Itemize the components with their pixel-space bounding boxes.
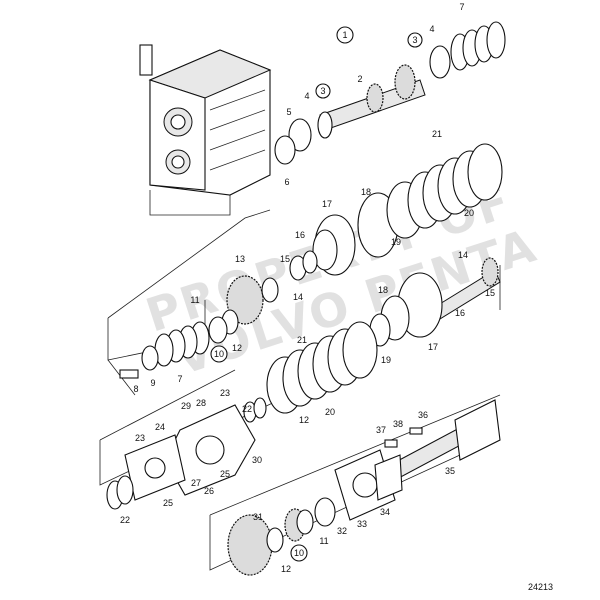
part-number-label: 23 <box>220 388 230 398</box>
part-number-label: 17 <box>428 342 438 352</box>
part-number-label: 16 <box>295 230 305 240</box>
part-number-label: 31 <box>253 512 263 522</box>
circled-labels: 1 3 3 10 10 <box>210 26 423 562</box>
part-number-label: 26 <box>204 486 214 496</box>
part-number-label: 33 <box>357 519 367 529</box>
output-shaft-assembly <box>334 399 501 521</box>
part-number-label: 12 <box>281 564 291 574</box>
carrier-assembly <box>106 397 267 510</box>
part-number-label: 30 <box>252 455 262 465</box>
part-number-label: 7 <box>459 2 464 12</box>
clutch-pack-upper <box>226 143 503 325</box>
part-number-label: 15 <box>485 288 495 298</box>
part-number-label: 20 <box>325 407 335 417</box>
middle-shaft-assembly <box>119 257 501 379</box>
part-number-label: 16 <box>455 308 465 318</box>
part-number-label: 38 <box>393 419 403 429</box>
part-number-label: 14 <box>458 250 468 260</box>
part-number-label: 6 <box>284 177 289 187</box>
part-number-label: 7 <box>177 374 182 384</box>
part-number-label: 35 <box>445 466 455 476</box>
part-number-label: 34 <box>380 507 390 517</box>
part-number-label: 9 <box>150 378 155 388</box>
input-shaft-assembly <box>274 21 506 165</box>
part-number-label: 21 <box>432 129 442 139</box>
part-number-label: 11 <box>190 295 199 305</box>
part-number-label: 13 <box>235 254 245 264</box>
part-number-label: 27 <box>191 478 201 488</box>
part-number-label: 24 <box>155 422 165 432</box>
output-gear-assembly <box>227 497 336 576</box>
part-number-label: 20 <box>464 208 474 218</box>
part-number-label: 12 <box>232 343 242 353</box>
part-number-label: 21 <box>297 335 307 345</box>
svg-text:3: 3 <box>412 35 417 45</box>
svg-text:3: 3 <box>320 86 325 96</box>
part-number-label: 37 <box>376 425 386 435</box>
svg-text:10: 10 <box>214 349 224 359</box>
circled-label: 3 <box>407 32 423 48</box>
part-labels: 2 4 4 5 6 7 7 8 9 11 11 12 12 12 13 14 1… <box>120 2 495 574</box>
part-number-label: 15 <box>280 254 290 264</box>
part-number-label: 19 <box>391 237 401 247</box>
part-number-label: 4 <box>304 91 309 101</box>
part-number-label: 36 <box>418 410 428 420</box>
part-number-label: 25 <box>163 498 173 508</box>
svg-text:1: 1 <box>342 30 347 40</box>
part-number-label: 22 <box>242 404 252 414</box>
part-number-label: 18 <box>378 285 388 295</box>
reference-number: 24213 <box>528 582 553 592</box>
part-number-label: 18 <box>361 187 371 197</box>
part-number-label: 23 <box>135 433 145 443</box>
circled-label: 10 <box>210 345 228 363</box>
part-number-label: 32 <box>337 526 347 536</box>
part-number-label: 12 <box>299 415 309 425</box>
svg-text:10: 10 <box>294 548 304 558</box>
part-number-label: 29 <box>181 401 191 411</box>
gearbox-housing <box>139 44 272 196</box>
part-number-label: 8 <box>133 384 138 394</box>
circled-label: 3 <box>315 83 331 99</box>
part-number-label: 2 <box>357 74 362 84</box>
part-number-label: 25 <box>220 469 230 479</box>
part-number-label: 14 <box>293 292 303 302</box>
part-number-label: 11 <box>319 536 328 546</box>
part-number-label: 4 <box>429 24 434 34</box>
part-number-label: 5 <box>286 107 291 117</box>
circled-label: 10 <box>290 544 308 562</box>
part-number-label: 22 <box>120 515 130 525</box>
part-number-label: 17 <box>322 199 332 209</box>
part-number-label: 28 <box>196 398 206 408</box>
part-number-label: 19 <box>381 355 391 365</box>
circled-label: 1 <box>336 26 354 44</box>
clutch-pack-lower <box>266 321 378 414</box>
